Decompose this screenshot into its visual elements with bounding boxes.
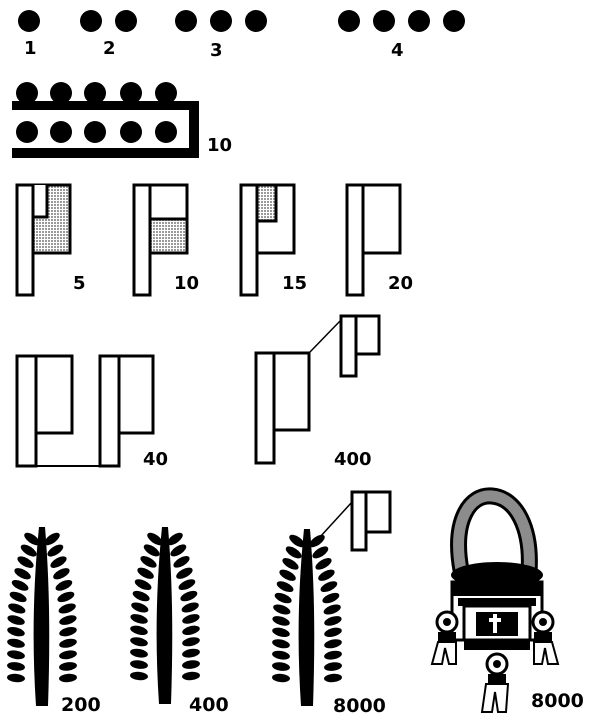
feather-four-hundred-barb (180, 600, 200, 614)
feather-four-hundred-barb (179, 589, 199, 604)
feather-eight-thousand-barb (271, 626, 291, 639)
feather-two-hundred-barb (51, 566, 71, 582)
feather-two-hundred-barb (6, 637, 25, 649)
dots-one-glyph (18, 10, 40, 32)
feather-two-hundred-barb (7, 661, 26, 672)
feather-two-hundred-barb (57, 601, 77, 615)
feather-four-hundred-barb (182, 671, 201, 681)
feather-two-hundred-barb (7, 601, 27, 615)
label-eight-thousand-feather: 8000 (333, 697, 386, 715)
feather-four-hundred-barb (181, 647, 200, 658)
feather-eight-thousand-barb (272, 673, 291, 683)
label-four-hundred-feather: 400 (189, 696, 229, 714)
feather-two-hundred-barb (6, 613, 26, 626)
feather-eight-thousand-barb (316, 567, 336, 583)
feather-four-hundred-barb (130, 600, 150, 614)
feather-eight-thousand-barb (273, 591, 293, 606)
feather-two-hundred-glyph (6, 527, 78, 706)
feather-eight-thousand-barb (319, 579, 339, 594)
label-three: 3 (210, 42, 223, 60)
label-forty: 40 (143, 451, 168, 469)
feather-two-hundred-barb (10, 578, 30, 593)
feather-two-hundred-barb (58, 613, 78, 626)
feather-four-hundred-barb (129, 647, 148, 658)
feather-two-hundred-barb (8, 590, 28, 605)
feather-four-hundred-barb (129, 624, 149, 637)
feather-two-hundred-barb (54, 578, 74, 593)
label-ten-bar: 10 (207, 137, 232, 155)
flag-five-glyph (17, 185, 70, 295)
feather-eight-thousand-barb (275, 579, 295, 594)
feather-four-hundred-barb (133, 577, 153, 592)
feather-four-hundred-barb (136, 565, 156, 581)
ten-dots-bar-glyph (12, 82, 199, 158)
feather-four-hundred-barb (181, 624, 201, 637)
feather-two-hundred-barb (56, 590, 76, 605)
dots-two-glyph (80, 10, 137, 32)
feather-eight-thousand-glyph (271, 492, 390, 706)
feather-two-hundred-barb (6, 649, 25, 660)
feather-four-hundred-barb (174, 565, 194, 581)
label-four: 4 (391, 42, 404, 60)
feather-eight-thousand-barb (271, 649, 290, 660)
feather-eight-thousand-barb (271, 614, 291, 627)
feather-eight-thousand-barb (323, 638, 342, 650)
feather-four-hundred-barb (129, 636, 148, 648)
feather-four-hundred-barb (130, 659, 149, 670)
feather-two-hundred-barb (13, 566, 33, 582)
label-two: 2 (103, 40, 116, 58)
feather-four-hundred-barb (129, 612, 149, 625)
feather-eight-thousand-barb (321, 591, 341, 606)
label-twenty: 20 (388, 275, 413, 293)
label-four-hundred-flags: 400 (334, 451, 372, 469)
feather-eight-thousand-barb (324, 673, 343, 683)
feather-two-hundred-barb (59, 661, 78, 672)
flags-four-hundred-glyph (256, 316, 379, 463)
label-one: 1 (24, 40, 37, 58)
feather-eight-thousand-barb (322, 602, 342, 616)
feather-four-hundred-glyph (129, 527, 201, 704)
feather-two-hundred-barb (58, 625, 78, 638)
feather-eight-thousand-barb (278, 567, 298, 583)
label-two-hundred: 200 (61, 696, 101, 714)
feather-eight-thousand-barb (324, 661, 343, 672)
feather-eight-thousand-barb (323, 626, 343, 639)
feather-four-hundred-barb (177, 577, 197, 592)
copal-bag-glyph (432, 496, 558, 712)
feather-four-hundred-barb (181, 636, 200, 648)
feather-two-hundred-barb (59, 673, 78, 683)
feather-four-hundred-barb (182, 659, 201, 670)
feather-eight-thousand-barb (271, 638, 290, 650)
label-five: 5 (73, 275, 86, 293)
feather-two-hundred-barb (7, 673, 26, 683)
feather-two-hundred-barb (58, 637, 77, 649)
feather-four-hundred-barb (130, 671, 149, 681)
dots-four-glyph (338, 10, 465, 32)
feather-two-hundred-barb (6, 625, 26, 638)
label-ten-flag: 10 (174, 275, 199, 293)
feather-four-hundred-barb (131, 589, 151, 604)
label-eight-thousand-bag: 8000 (531, 692, 584, 710)
feather-eight-thousand-barb (323, 614, 343, 627)
feather-four-hundred-barb (181, 612, 201, 625)
feather-eight-thousand-barb (323, 649, 342, 660)
feather-eight-thousand-barb (272, 661, 291, 672)
label-fifteen: 15 (282, 275, 307, 293)
feather-eight-thousand-barb (272, 602, 292, 616)
flags-forty-glyph (17, 356, 153, 466)
feather-two-hundred-barb (58, 649, 77, 660)
dots-three-glyph (175, 10, 267, 32)
